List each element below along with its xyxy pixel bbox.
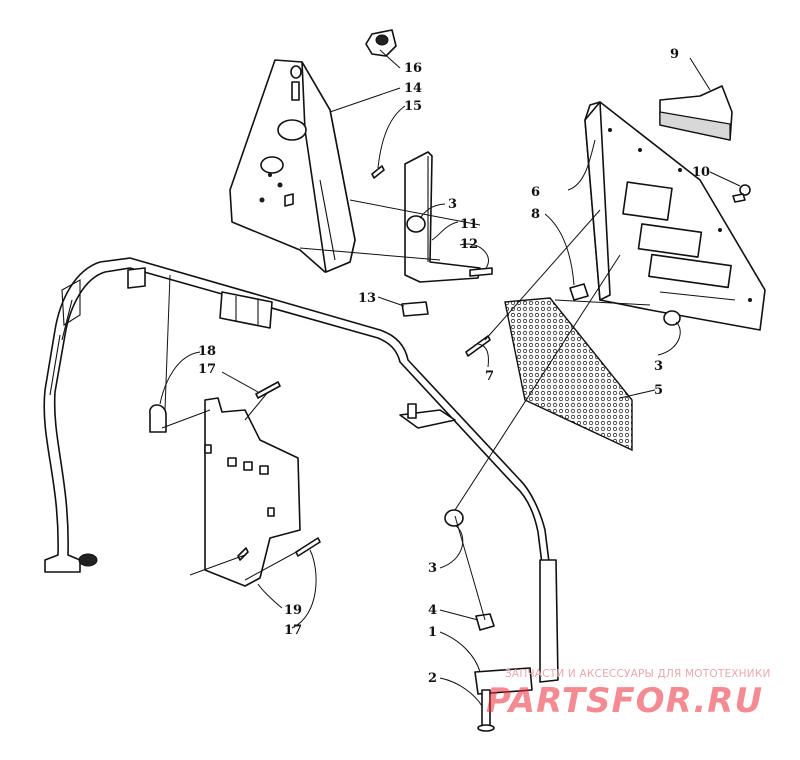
left-side-panel <box>229 59 356 273</box>
callout-8: 8 <box>531 207 540 222</box>
grommet-top <box>406 215 426 233</box>
callout-14: 14 <box>404 81 422 96</box>
cover-block <box>659 85 733 141</box>
callout-6: 6 <box>531 185 540 200</box>
grommet-right <box>663 310 681 326</box>
callout-13: 13 <box>358 291 376 306</box>
panel-clip <box>569 283 589 301</box>
pin-part <box>371 165 385 179</box>
bar-clamp <box>219 291 273 329</box>
nut-part <box>475 613 495 631</box>
watermark: ЗАПЧАСТИ И АКСЕССУАРЫ ДЛЯ МОТОТЕХНИКИ PA… <box>486 668 771 721</box>
callout-4: 4 <box>428 603 437 618</box>
callout-labels: 16 14 15 9 10 6 8 3 11 12 13 7 3 5 18 17… <box>198 47 710 686</box>
bolt-2-part <box>477 689 495 732</box>
clamp-18 <box>149 404 167 433</box>
callout-16: 16 <box>404 61 422 76</box>
bolt-17-bottom <box>295 537 321 557</box>
bar-mount-stud <box>407 403 417 419</box>
callout-17-top: 17 <box>198 362 216 377</box>
mesh-screen <box>504 297 633 452</box>
center-bracket <box>404 151 481 283</box>
callout-1: 1 <box>428 625 437 640</box>
callout-15: 15 <box>404 99 422 114</box>
clip-part <box>401 301 429 317</box>
bar-end-bracket <box>127 267 146 289</box>
callout-3-bottom: 3 <box>428 561 437 576</box>
callout-2: 2 <box>428 671 437 686</box>
bolt-part <box>469 267 493 277</box>
tubular-frame-bar <box>43 257 556 613</box>
callout-18: 18 <box>198 344 216 359</box>
callout-3-top: 3 <box>448 197 457 212</box>
screw-part <box>732 184 751 203</box>
callout-7: 7 <box>485 369 494 384</box>
callout-19: 19 <box>284 603 302 618</box>
bar-lower-leg <box>474 559 559 695</box>
callout-leaders <box>159 49 741 707</box>
callout-12: 12 <box>460 237 478 252</box>
watermark-caption: ЗАПЧАСТИ И АКСЕССУАРЫ ДЛЯ МОТОТЕХНИКИ <box>505 668 771 680</box>
knob-part <box>365 29 397 57</box>
watermark-logo: PARTSFOR.RU <box>486 681 763 721</box>
mounting-plate <box>204 397 301 587</box>
callout-9: 9 <box>670 47 679 62</box>
grommet-bottom <box>444 509 464 527</box>
bolt-17-top <box>255 381 281 399</box>
callout-11: 11 <box>460 217 478 232</box>
callout-3-right: 3 <box>654 359 663 374</box>
pin-7-part <box>465 335 491 357</box>
assembly-lines <box>161 199 651 621</box>
callout-5: 5 <box>654 383 663 398</box>
callout-10: 10 <box>692 165 710 180</box>
right-side-panel <box>584 101 766 331</box>
callout-17-bottom: 17 <box>284 623 302 638</box>
